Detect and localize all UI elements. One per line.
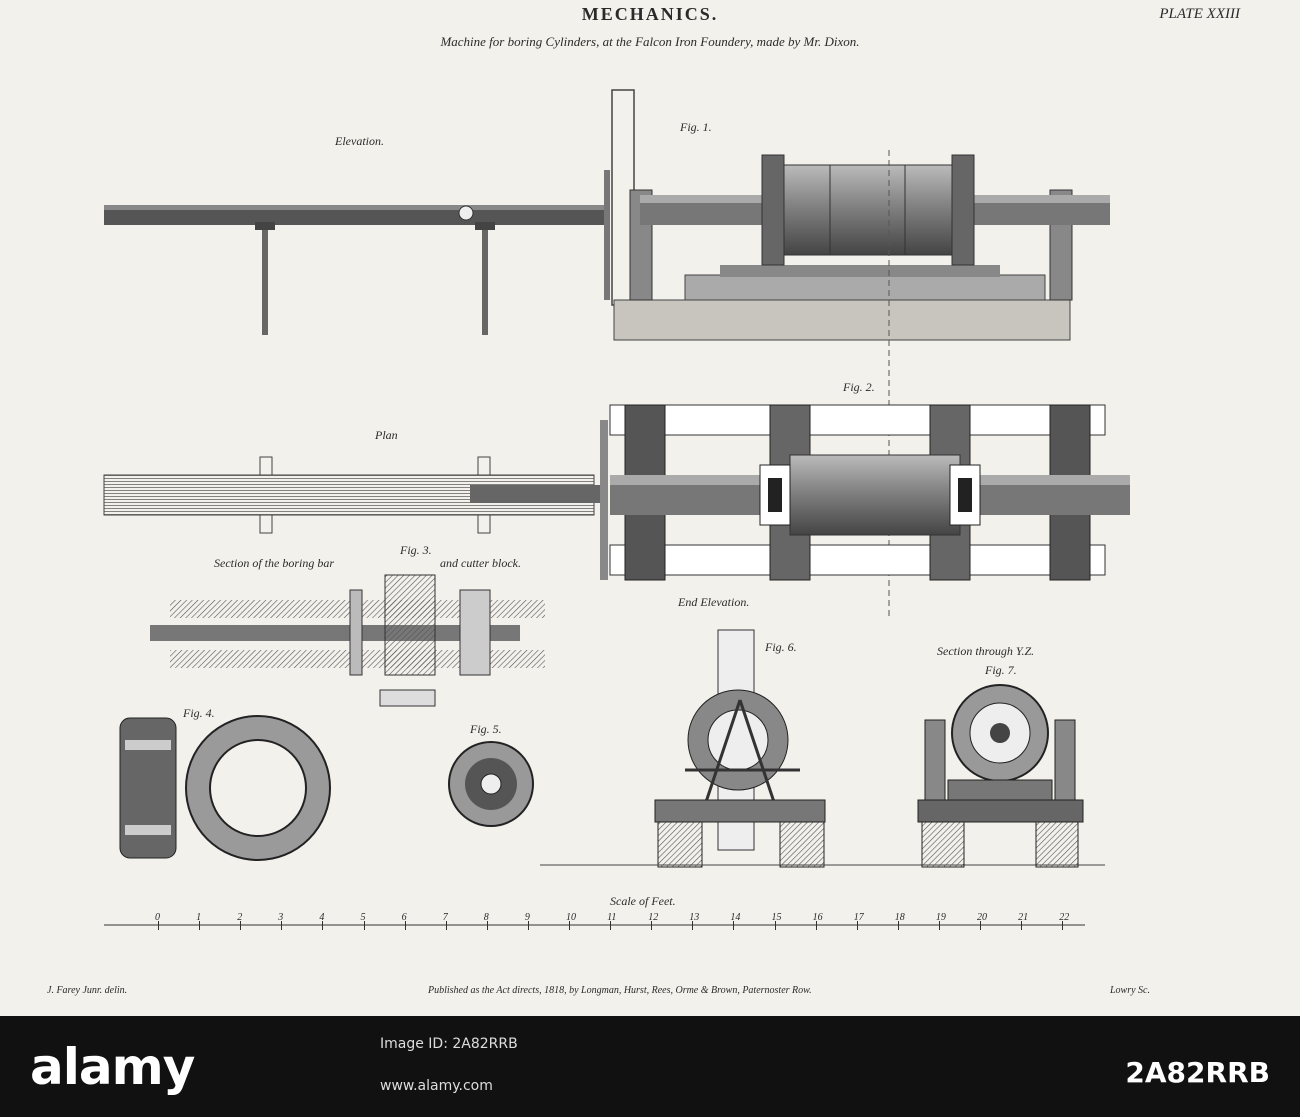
scale-tick-label: 19	[935, 912, 946, 923]
scale-tick-mark	[938, 921, 940, 930]
scale-tick-mark	[486, 921, 488, 930]
scale-tick-mark	[733, 921, 735, 930]
scale-tick-mark	[897, 921, 899, 930]
scale-tick-mark	[240, 921, 242, 930]
fig7-section-drawing	[917, 684, 1084, 868]
alamy-logo: alamy	[30, 1038, 195, 1096]
plate-title: MECHANICS.	[581, 4, 719, 24]
scale-tick-mark	[651, 921, 653, 930]
scale-tick-label: 12	[648, 912, 659, 923]
scale-tick-mark	[363, 921, 365, 930]
scale-tick-label: 11	[607, 912, 617, 923]
scale-tick-mark	[815, 921, 817, 930]
scale-tick-label: 18	[894, 912, 905, 923]
scale-tick-label: 6	[401, 912, 407, 923]
fig4-cutter-drawing	[119, 715, 331, 861]
fig3-section-drawing	[150, 574, 545, 707]
scale-tick-label: 20	[977, 912, 987, 923]
caption-fig5: Fig. 5.	[470, 722, 502, 736]
scale-tick-label: 0	[155, 912, 160, 923]
caption-end-elevation: End Elevation.	[678, 595, 750, 609]
site-url-text: www.alamy.com	[380, 1078, 493, 1094]
caption-elevation: Elevation.	[335, 134, 384, 148]
footer-draftsman: J. Farey Junr. delin.	[47, 985, 128, 996]
scale-tick-mark	[527, 921, 529, 930]
scale-tick-mark	[856, 921, 858, 930]
scale-tick-mark	[322, 921, 324, 930]
scale-tick-mark	[404, 921, 406, 930]
scale-tick-mark	[281, 921, 283, 930]
image-id-text: Image ID: 2A82RRB	[380, 1036, 518, 1052]
watermark-banner: alamy Image ID: 2A82RRB www.alamy.com 2A…	[0, 1016, 1300, 1117]
scale-tick-mark	[692, 921, 694, 930]
scale-tick-label: 16	[812, 912, 823, 923]
scale-tick-mark	[569, 921, 570, 930]
scale-tick-label: 8	[483, 912, 489, 923]
fig1-elevation-drawing	[104, 89, 1110, 620]
plate-number: PLATE XXIII	[1159, 6, 1240, 22]
plate-subtitle: Machine for boring Cylinders, at the Fal…	[440, 34, 860, 49]
scale-tick-label: 7	[442, 912, 448, 923]
caption-plan: Plan	[375, 428, 398, 442]
caption-section-yz: Section through Y.Z.	[937, 644, 1035, 658]
image-code-text: 2A82RRB	[1125, 1056, 1270, 1089]
caption-fig3: Fig. 3.	[400, 543, 432, 557]
scale-tick-mark	[774, 921, 776, 930]
scale-tick-mark	[1062, 921, 1064, 930]
scale-tick-label: 9	[524, 912, 530, 923]
fig6-end-elevation-drawing	[540, 629, 1105, 868]
scale-tick-mark	[980, 921, 981, 930]
caption-section-block: and cutter block.	[440, 556, 521, 570]
caption-fig4: Fig. 4.	[183, 706, 215, 720]
scale-tick-label: 2	[237, 912, 243, 923]
scale-tick-label: 5	[360, 912, 366, 923]
scale-tick-label: 4	[319, 912, 325, 923]
scale-tick-label: 3	[278, 912, 284, 923]
scale-tick-label: 15	[771, 912, 782, 923]
scale-tick-mark	[610, 921, 612, 930]
scale-tick-mark	[445, 921, 447, 930]
scale-tick-mark	[158, 921, 159, 930]
scale-tick-label: 10	[566, 912, 576, 923]
caption-fig2: Fig. 2.	[843, 380, 875, 394]
caption-section-bar: Section of the boring bar	[214, 556, 334, 570]
footer-publisher: Published as the Act directs, 1818, by L…	[428, 985, 812, 996]
fig2-plan-drawing	[103, 404, 1130, 581]
scale-tick-label: 21	[1018, 912, 1029, 923]
scale-tick-mark	[1021, 921, 1023, 930]
footer-engraver: Lowry Sc.	[1110, 985, 1150, 996]
caption-fig7: Fig. 7.	[985, 663, 1017, 677]
scale-tick-label: 17	[853, 912, 864, 923]
caption-fig6: Fig. 6.	[765, 640, 797, 654]
scale-tick-label: 1	[196, 912, 202, 923]
scale-tick-label: 14	[730, 912, 741, 923]
scale-title: Scale of Feet.	[610, 894, 676, 908]
fig5-disc-drawing	[448, 741, 534, 827]
scale-tick-label: 22	[1059, 912, 1070, 923]
caption-fig1: Fig. 1.	[680, 120, 712, 134]
scale-tick-label: 13	[689, 912, 700, 923]
scale-tick-mark	[199, 921, 201, 930]
